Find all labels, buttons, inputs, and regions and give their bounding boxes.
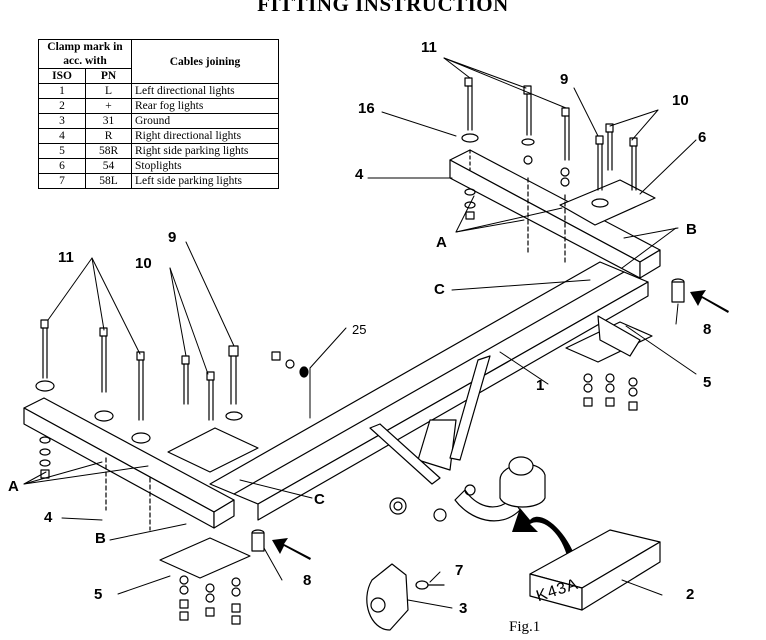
label-11-right: 11 — [421, 39, 437, 56]
label-9-right: 9 — [560, 71, 569, 88]
label-10-left: 10 — [135, 255, 152, 272]
clamp-mark-table: Clamp mark in acc. with Cables joining I… — [37, 39, 279, 189]
label-C-right: C — [434, 281, 445, 298]
label-8-left: 8 — [303, 572, 312, 589]
label-C-left: C — [314, 491, 325, 508]
label-11-left: 11 — [58, 249, 74, 266]
iso-cell: 7 — [37, 173, 87, 189]
cable-cell: Right side parking lights — [131, 143, 279, 159]
label-10-right: 10 — [672, 92, 689, 109]
bolts-right-group — [461, 77, 638, 220]
nuts-left-lower — [179, 575, 241, 625]
left-side-bracket — [23, 397, 259, 531]
license-plate-box — [529, 529, 661, 611]
figure-caption: Fig.1 — [509, 619, 541, 635]
spacer-sleeve-right — [671, 278, 685, 303]
label-6: 6 — [698, 129, 707, 146]
label-B-left: B — [95, 530, 106, 547]
right-lower-plate — [565, 315, 653, 363]
label-4-left: 4 — [44, 509, 53, 526]
label-B-right: B — [686, 221, 697, 238]
label-A-right: A — [436, 234, 447, 251]
nuts-right-lower — [583, 373, 638, 411]
assembly-arrows — [272, 290, 729, 570]
pn-header: PN — [85, 68, 132, 84]
socket-bracket — [366, 563, 445, 631]
tow-ball-arm — [369, 355, 546, 522]
label-5-right: 5 — [703, 374, 712, 391]
label-1: 1 — [536, 377, 545, 394]
pn-cell: 58R — [85, 143, 132, 159]
cable-cell: Left side parking lights — [131, 173, 279, 189]
label-5-left: 5 — [94, 586, 103, 603]
label-9-left: 9 — [168, 229, 177, 246]
table-row: 2+Rear fog lights — [37, 98, 279, 114]
page-title: FITTING INSTRUCTION — [257, 0, 509, 16]
main-crossbar — [209, 261, 649, 521]
label-A-left: A — [8, 478, 19, 495]
label-7: 7 — [455, 562, 464, 579]
label-3: 3 — [459, 600, 468, 617]
label-8-right: 8 — [703, 321, 712, 338]
bolt-25 — [271, 351, 309, 378]
label-2: 2 — [686, 586, 695, 603]
leader-lines — [23, 57, 697, 609]
right-side-bracket — [449, 149, 661, 279]
label-4-right: 4 — [355, 166, 364, 183]
label-16: 16 — [358, 100, 375, 117]
left-lower-plate — [159, 537, 251, 579]
clamp-mark-header: Clamp mark in acc. with — [38, 39, 132, 69]
spacer-sleeve-left — [251, 529, 265, 552]
label-25: 25 — [352, 322, 367, 337]
